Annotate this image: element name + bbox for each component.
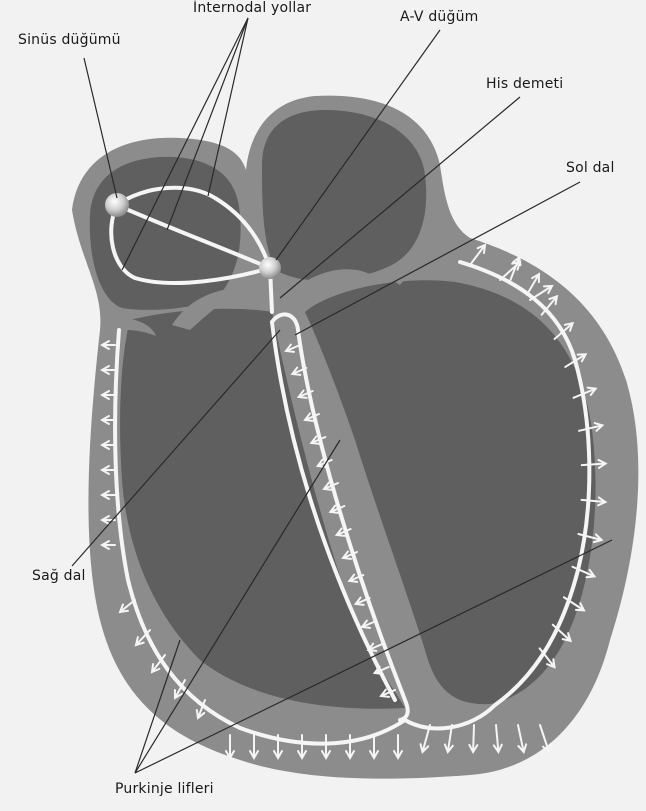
label-internodal-pathways: İnternodal yollar <box>193 0 311 16</box>
label-sinus-node: Sinüs düğümü <box>18 32 121 48</box>
label-right-branch: Sağ dal <box>32 568 86 584</box>
label-purkinje-fibers: Purkinje lifleri <box>115 781 214 797</box>
label-his-bundle: His demeti <box>486 76 563 92</box>
left-atrium <box>262 110 426 281</box>
label-left-branch: Sol dal <box>566 160 615 176</box>
label-av-node: A-V düğüm <box>400 9 479 25</box>
av-node <box>259 257 281 279</box>
